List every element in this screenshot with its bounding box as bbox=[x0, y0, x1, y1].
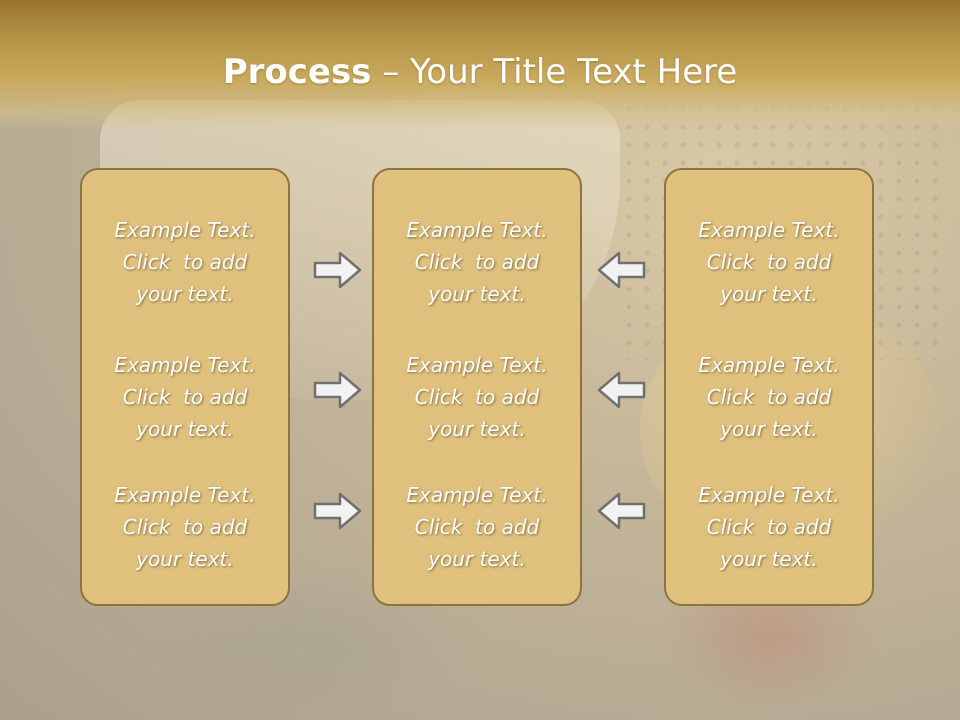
text-placeholder[interactable]: Example Text. Click to add your text. bbox=[82, 479, 288, 575]
process-box-left[interactable]: Example Text. Click to add your text. Ex… bbox=[80, 168, 290, 606]
title-banner bbox=[0, 0, 960, 130]
text-placeholder[interactable]: Example Text. Click to add your text. bbox=[82, 349, 288, 445]
text-line: Example Text. bbox=[698, 218, 840, 242]
arrow-right-icon[interactable] bbox=[313, 491, 363, 531]
text-line: Click to add bbox=[122, 515, 248, 539]
title-rest: – Your Title Text Here bbox=[371, 52, 738, 92]
text-line: Click to add bbox=[414, 250, 540, 274]
text-line: Click to add bbox=[122, 250, 248, 274]
process-box-center[interactable]: Example Text. Click to add your text. Ex… bbox=[372, 168, 582, 606]
arrow-left-icon[interactable] bbox=[596, 491, 646, 531]
text-line: Example Text. bbox=[114, 353, 256, 377]
text-line: your text. bbox=[136, 547, 234, 571]
text-line: Example Text. bbox=[406, 483, 548, 507]
text-line: your text. bbox=[428, 282, 526, 306]
text-placeholder[interactable]: Example Text. Click to add your text. bbox=[666, 349, 872, 445]
arrow-left-icon[interactable] bbox=[596, 250, 646, 290]
text-placeholder[interactable]: Example Text. Click to add your text. bbox=[374, 479, 580, 575]
process-box-right[interactable]: Example Text. Click to add your text. Ex… bbox=[664, 168, 874, 606]
text-line: Click to add bbox=[414, 385, 540, 409]
text-line: your text. bbox=[136, 417, 234, 441]
text-line: your text. bbox=[720, 417, 818, 441]
text-line: Click to add bbox=[414, 515, 540, 539]
text-placeholder[interactable]: Example Text. Click to add your text. bbox=[374, 349, 580, 445]
text-line: Example Text. bbox=[698, 483, 840, 507]
text-line: your text. bbox=[428, 547, 526, 571]
text-placeholder[interactable]: Example Text. Click to add your text. bbox=[666, 214, 872, 310]
text-line: Click to add bbox=[706, 515, 832, 539]
text-line: your text. bbox=[720, 547, 818, 571]
title-bold: Process bbox=[222, 52, 372, 92]
text-line: Example Text. bbox=[114, 218, 256, 242]
text-line: your text. bbox=[720, 282, 818, 306]
text-line: Example Text. bbox=[114, 483, 256, 507]
slide-title[interactable]: Process – Your Title Text Here bbox=[0, 52, 960, 92]
arrow-right-icon[interactable] bbox=[313, 250, 363, 290]
text-line: your text. bbox=[136, 282, 234, 306]
arrow-right-icon[interactable] bbox=[313, 370, 363, 410]
text-line: Example Text. bbox=[698, 353, 840, 377]
text-placeholder[interactable]: Example Text. Click to add your text. bbox=[82, 214, 288, 310]
text-line: Click to add bbox=[122, 385, 248, 409]
text-placeholder[interactable]: Example Text. Click to add your text. bbox=[666, 479, 872, 575]
arrow-left-icon[interactable] bbox=[596, 370, 646, 410]
text-line: Example Text. bbox=[406, 218, 548, 242]
text-placeholder[interactable]: Example Text. Click to add your text. bbox=[374, 214, 580, 310]
text-line: your text. bbox=[428, 417, 526, 441]
text-line: Click to add bbox=[706, 385, 832, 409]
text-line: Click to add bbox=[706, 250, 832, 274]
text-line: Example Text. bbox=[406, 353, 548, 377]
